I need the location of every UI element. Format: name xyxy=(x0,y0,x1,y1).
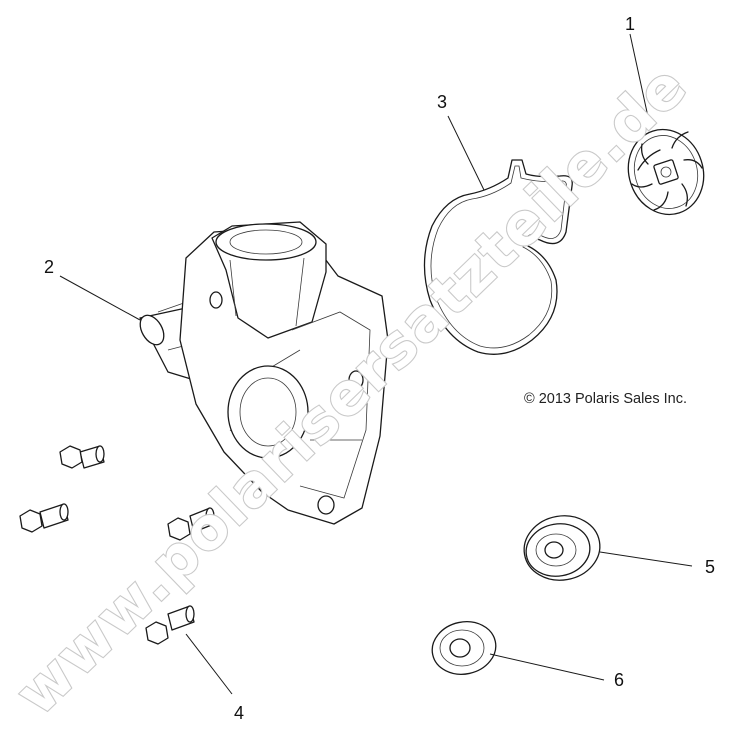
callout-1: 1 xyxy=(625,14,635,34)
bolt-4 xyxy=(145,605,195,645)
callout-4: 4 xyxy=(234,703,244,723)
callout-6: 6 xyxy=(614,670,624,690)
impeller-part-1[interactable] xyxy=(618,120,715,225)
callout-3: 3 xyxy=(437,92,447,112)
bolt-3 xyxy=(167,507,215,541)
callout-5: 5 xyxy=(705,557,715,577)
bolt-2 xyxy=(19,503,69,533)
callout-2: 2 xyxy=(44,257,54,277)
watermark-text: www.polarisersatzteile.de xyxy=(2,51,700,728)
bolts-part-4[interactable] xyxy=(19,445,215,645)
leader-lines xyxy=(59,33,693,695)
bolt-1 xyxy=(59,445,105,469)
seal-part-6[interactable] xyxy=(427,616,500,680)
copyright-notice: © 2013 Polaris Sales Inc. xyxy=(524,391,687,407)
seal-part-5[interactable] xyxy=(519,510,605,586)
gasket-part-3[interactable] xyxy=(423,159,573,355)
pump-housing-part-2[interactable] xyxy=(135,221,389,525)
